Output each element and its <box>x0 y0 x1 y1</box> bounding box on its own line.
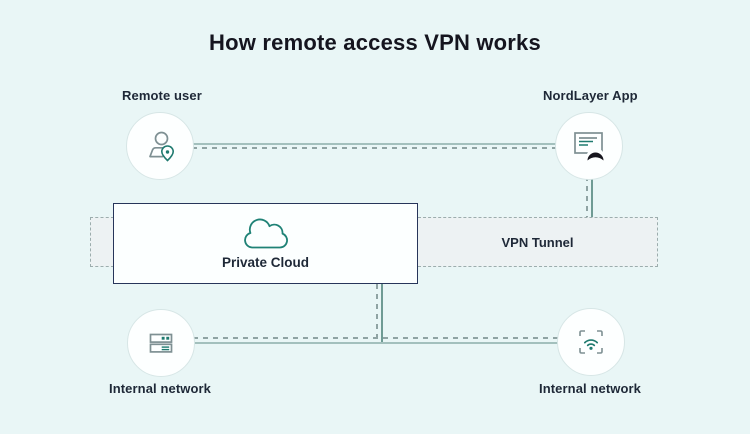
cloud-icon <box>240 218 292 252</box>
internal-network-left-label: Internal network <box>108 381 211 396</box>
nordlayer-app-node <box>555 112 623 180</box>
internal-network-left-node <box>127 309 195 377</box>
connector-right-vertical-solid <box>591 176 593 218</box>
private-cloud-label: Private Cloud <box>221 254 310 270</box>
connector-right-vertical-dashed <box>586 176 588 218</box>
nordlayer-app-label: NordLayer App <box>543 88 638 103</box>
vpn-tunnel-band: VPN Tunnel <box>418 217 658 267</box>
connector-center-vertical-solid <box>381 284 383 344</box>
page-title: How remote access VPN works <box>209 30 541 55</box>
connector-top-solid <box>192 143 556 145</box>
remote-user-node <box>126 112 194 180</box>
nordlayer-app-icon <box>569 126 609 166</box>
private-cloud-box: Private Cloud <box>113 203 418 284</box>
connector-bottom-dashed <box>193 337 559 339</box>
remote-user-label: Remote user <box>122 88 202 103</box>
server-icon <box>141 323 181 363</box>
internal-network-right-node <box>557 308 625 376</box>
vpn-tunnel-band-left <box>90 217 114 267</box>
connector-bottom-solid <box>193 342 559 344</box>
vpn-tunnel-label: VPN Tunnel <box>501 234 574 250</box>
connector-top-dashed <box>192 147 556 149</box>
user-location-icon <box>140 126 180 166</box>
wifi-scan-icon <box>571 322 611 362</box>
internal-network-right-label: Internal network <box>538 381 641 396</box>
connector-center-vertical-dashed <box>376 284 378 338</box>
